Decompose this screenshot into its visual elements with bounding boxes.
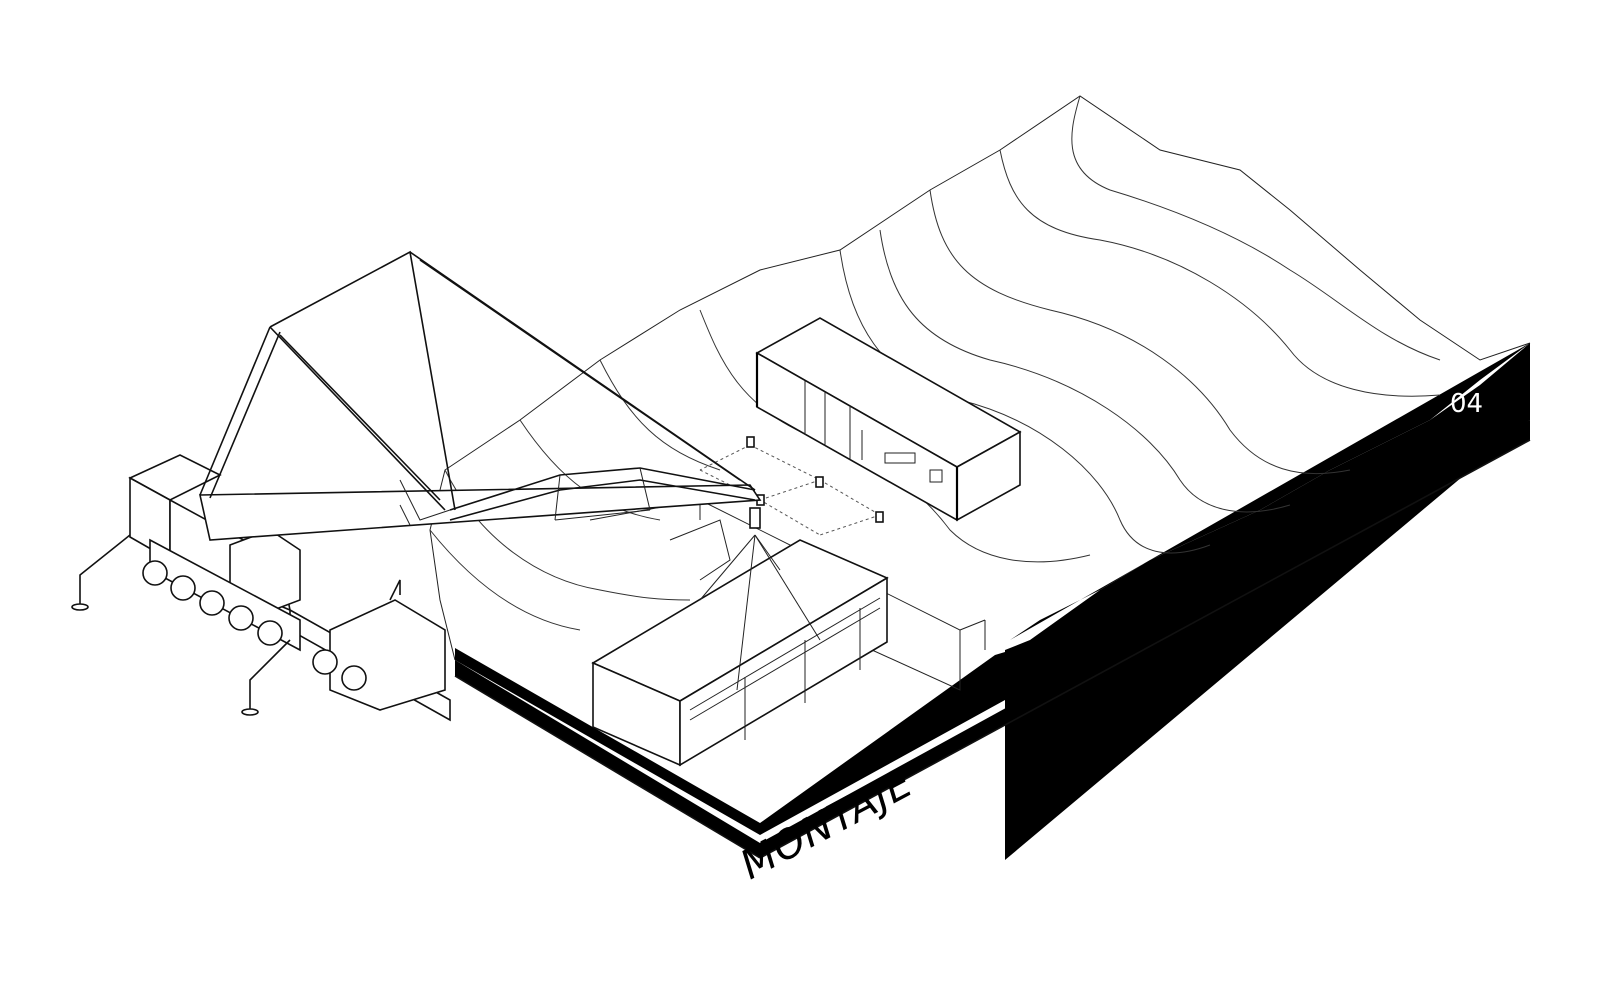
- lower-module: [591, 507, 889, 767]
- terrain-block: [429, 95, 1531, 860]
- step-label-group: 04: [1450, 389, 1483, 419]
- terrain-section-front: [455, 648, 1005, 835]
- terrain-section-right: [1005, 343, 1530, 860]
- upper-module: [755, 317, 1022, 522]
- lattice-boom: [199, 250, 756, 521]
- step-number: 04: [1450, 389, 1483, 419]
- crane-truck: [71, 454, 451, 722]
